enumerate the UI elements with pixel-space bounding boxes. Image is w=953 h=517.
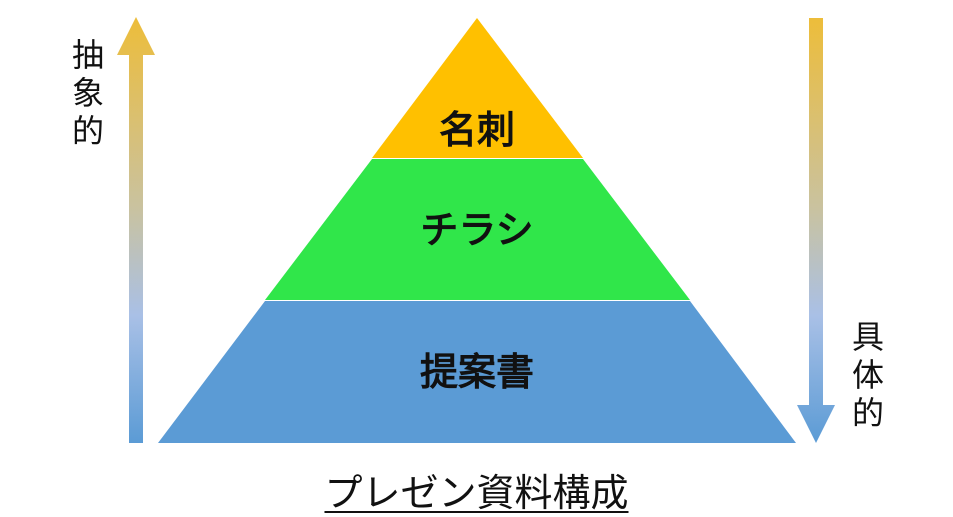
left-axis-label: 抽象的 xyxy=(71,36,104,150)
diagram-caption: プレゼン資料構成 xyxy=(324,471,629,515)
right-axis-label: 具体的 xyxy=(851,318,884,432)
pyramid-level-top xyxy=(372,18,583,158)
pyramid-level-middle xyxy=(265,159,690,300)
arrow-up-icon xyxy=(117,17,155,443)
level-label-top: 名刺 xyxy=(439,108,515,152)
level-label-bottom: 提案書 xyxy=(420,350,534,394)
level-label-middle: チラシ xyxy=(420,208,533,252)
arrow-down-icon xyxy=(797,18,835,443)
caption-wrap: プレゼン資料構成 xyxy=(0,462,953,517)
pyramid-level-bottom xyxy=(158,301,796,443)
